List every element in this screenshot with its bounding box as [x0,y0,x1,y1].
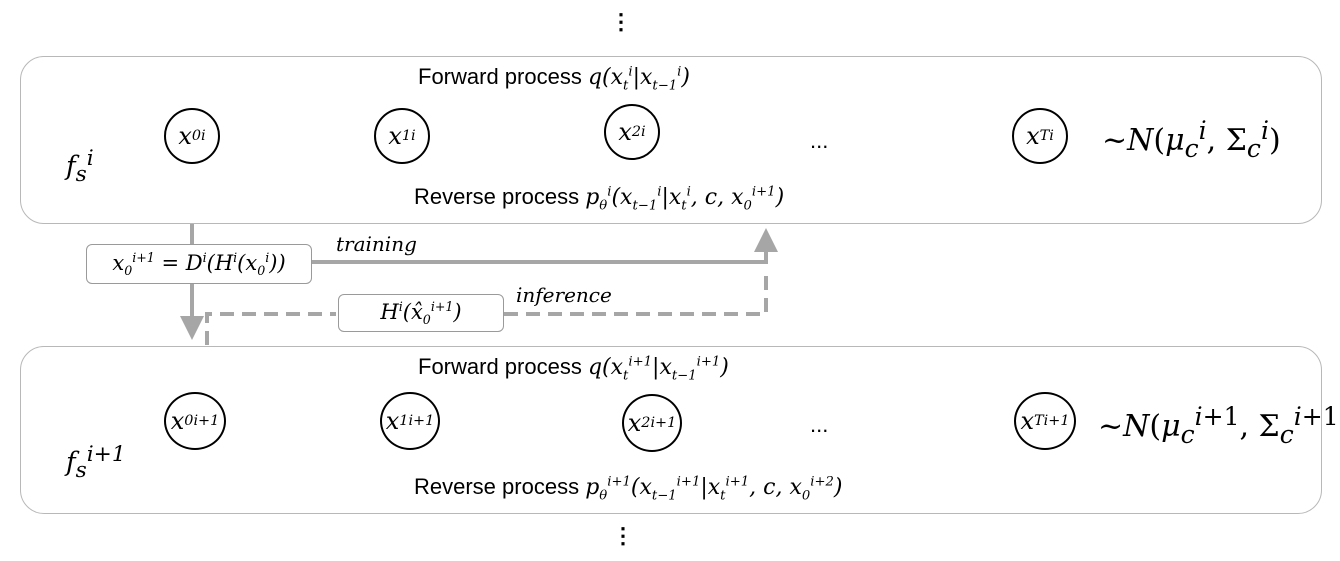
stage-i1-forward-title: Forward process q(xti+1|xt−1i+1) [418,354,729,383]
inference-label: inference [516,283,612,307]
reverse-formula: pθi(xt−1i|xti, c, x0i+1) [585,184,785,214]
forward-prefix: Forward process [418,64,582,89]
forward-formula: q(xti+1|xt−1i+1) [587,354,729,384]
stage-i1-reverse-title: Reverse process pθi+1(xt−1i+1|xti+1, c, … [414,474,843,503]
inference-box: Hi(x̂0i+1) [338,294,504,332]
inference-path [205,268,768,345]
reverse-formula: pθi+1(xt−1i+1|xti+1, c, x0i+2) [585,474,843,504]
stage-i-reverse-title: Reverse process pθi(xt−1i|xti, c, x0i+1) [414,184,784,213]
training-path [180,222,778,340]
stage-i-panel [20,56,1322,224]
training-box-formula: x0i+1 = Di(Hi(x0i)) [112,249,286,279]
reverse-prefix: Reverse process [414,184,580,209]
stage-i1-ellipsis: ... [810,412,829,437]
stage-i-ellipsis: ... [810,128,829,153]
vertical-ellipsis-top: ⋮ [610,9,632,34]
inference-box-formula: Hi(x̂0i+1) [380,298,462,328]
vertical-ellipsis-bottom: ⋮ [612,523,634,548]
training-label: training [336,232,417,256]
stage-i1-distribution: ~N(μci+1, Σci+1) [1098,402,1340,449]
forward-formula: q(xti|xt−1i) [587,64,690,94]
reverse-prefix: Reverse process [414,474,580,499]
stage-i-forward-title: Forward process q(xti|xt−1i) [418,64,690,93]
stage-i-distribution: ~N(μci, Σci) [1102,116,1281,163]
forward-prefix: Forward process [418,354,582,379]
stage-i-feature-label: fsi [66,146,94,187]
stage-i1-feature-label: fsi+1 [66,442,126,483]
training-box: x0i+1 = Di(Hi(x0i)) [86,244,312,284]
